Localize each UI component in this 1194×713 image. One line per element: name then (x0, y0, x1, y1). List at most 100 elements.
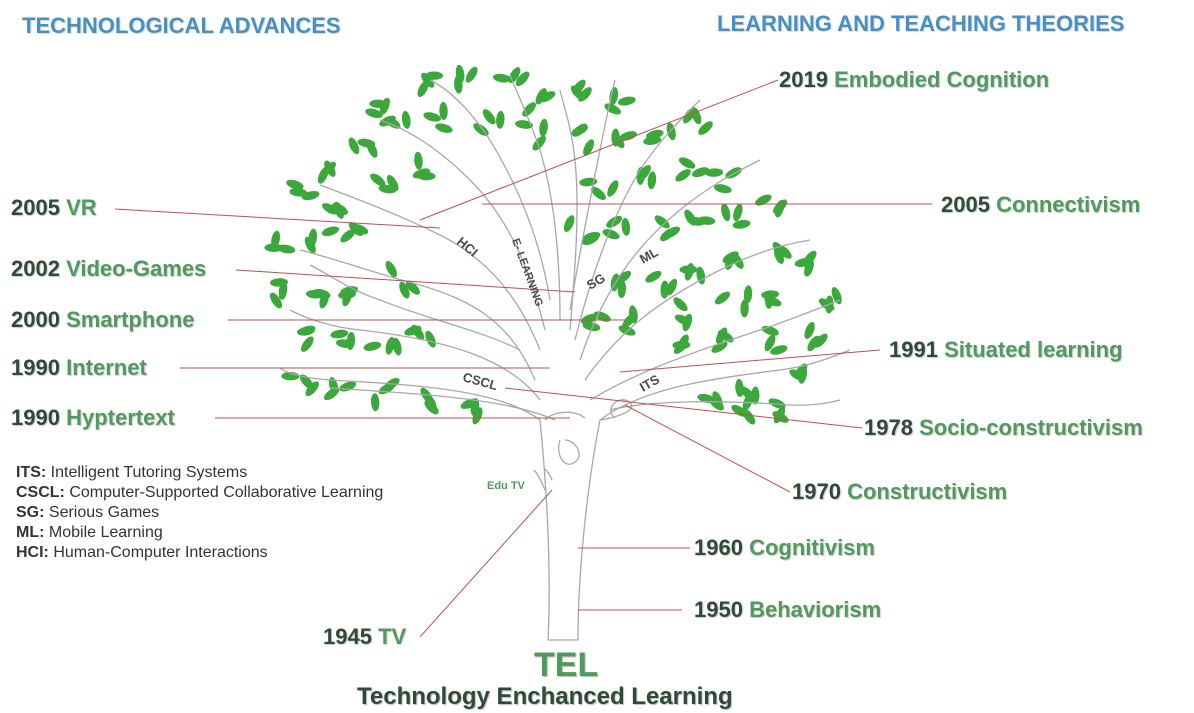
leaf (731, 253, 744, 269)
theory-name: Socio-constructivism (919, 415, 1143, 440)
leaf (301, 190, 320, 201)
theory-label-situated-learning: 1991 Situated learning (889, 337, 1123, 363)
leaf (319, 291, 330, 309)
legend-abbr: HCI: (16, 544, 49, 561)
leaf (619, 131, 637, 141)
connector-constructivism (624, 404, 791, 493)
leaf (357, 138, 376, 148)
legend-text: Intelligent Tutoring Systems (50, 464, 248, 481)
leaf (405, 280, 420, 295)
leaf (803, 250, 817, 266)
branch-label-its: ITS (637, 371, 662, 394)
tech-label-smartphone: 2000 Smartphone (11, 307, 194, 333)
leaf (735, 379, 744, 397)
connector-video-games (235, 269, 576, 293)
leaf (591, 186, 606, 201)
leaf (582, 321, 601, 332)
leaf (709, 397, 724, 411)
leaf (270, 278, 288, 287)
leaf (772, 242, 786, 257)
leaf (414, 151, 423, 170)
tech-year: 1990 (11, 355, 60, 380)
theory-label-embodied-cognition: 2019 Embodied Cognition (779, 67, 1049, 93)
leaf (515, 120, 534, 129)
leaf (277, 244, 296, 254)
connector-lines (114, 79, 932, 638)
tech-label-vr: 2005 VR (11, 195, 97, 221)
leaf (773, 199, 788, 214)
leaf (582, 231, 601, 242)
leaf (301, 336, 314, 352)
trunk (539, 419, 601, 641)
leaf (663, 226, 681, 239)
leaf (697, 216, 716, 225)
legend-item: CSCL: Computer-Supported Collaborative L… (16, 483, 383, 503)
leaf (751, 386, 760, 405)
theory-year: 1960 (694, 535, 743, 560)
abbreviation-legend: ITS: Intelligent Tutoring Systems CSCL: … (16, 463, 383, 563)
leaf (385, 260, 398, 278)
leaf (370, 393, 380, 412)
leaf (351, 223, 369, 235)
leaf (732, 219, 751, 229)
branch-label-hci: HCI (454, 234, 481, 260)
leaf (522, 102, 536, 117)
tech-label-video-games: 2002 Video-Games (11, 256, 206, 282)
leaf (269, 292, 283, 309)
theory-label-constructivism: 1970 Constructivism (792, 479, 1007, 505)
header-technological-advances: TECHNOLOGICAL ADVANCES (22, 13, 341, 38)
connector-tv (419, 489, 553, 638)
theory-name: Constructivism (847, 479, 1008, 504)
legend-abbr: ITS: (16, 464, 47, 481)
header-learning-theories: LEARNING AND TEACHING THEORIES (717, 11, 1125, 36)
tech-year: 1945 (323, 624, 372, 649)
tech-year: 2002 (11, 256, 60, 281)
leaf (386, 174, 399, 192)
connector-situated-learning (619, 349, 881, 373)
leaf (455, 64, 465, 83)
leaf (807, 335, 820, 352)
leaf (743, 285, 753, 304)
tech-name: TV (378, 624, 407, 649)
leaf (425, 330, 436, 348)
tech-year: 1990 (11, 405, 60, 430)
leaf (465, 66, 478, 83)
legend-abbr: ML: (16, 524, 45, 541)
connector-vr (114, 208, 441, 229)
leaf (538, 91, 556, 103)
leaf (340, 229, 356, 243)
leaf (335, 339, 354, 349)
leaf (583, 139, 595, 156)
leaf (425, 71, 444, 80)
leaf (304, 236, 316, 254)
leaf (684, 209, 697, 226)
theory-year: 2005 (941, 192, 990, 217)
legend-abbr: SG: (16, 504, 45, 521)
leaf (713, 184, 732, 194)
theory-name: Situated learning (944, 337, 1123, 362)
theory-year: 1978 (864, 415, 913, 440)
legend-abbr: CSCL: (16, 484, 65, 501)
leaf (721, 203, 731, 222)
legend-text: Mobile Learning (48, 524, 163, 541)
leaf (621, 217, 631, 236)
tech-year: 2005 (11, 195, 60, 220)
leaf (572, 79, 586, 95)
leaf (794, 363, 808, 379)
leaf (645, 270, 662, 283)
leaf (385, 337, 395, 355)
leaf (298, 325, 316, 336)
leaf (271, 230, 281, 249)
legend-text: Human-Computer Interactions (53, 544, 268, 561)
diagram-subtitle: Technology Enchanced Learning (357, 683, 733, 710)
leaf (764, 334, 776, 352)
leaf (714, 291, 731, 305)
leaf (629, 305, 638, 324)
leaf (617, 280, 627, 299)
leaf (660, 280, 669, 299)
leaf (580, 313, 598, 324)
legend-text: Computer-Supported Collaborative Learnin… (69, 484, 384, 501)
leaf (321, 203, 339, 215)
leaf (317, 166, 329, 184)
theory-label-connectivism: 2005 Connectivism (941, 192, 1140, 218)
